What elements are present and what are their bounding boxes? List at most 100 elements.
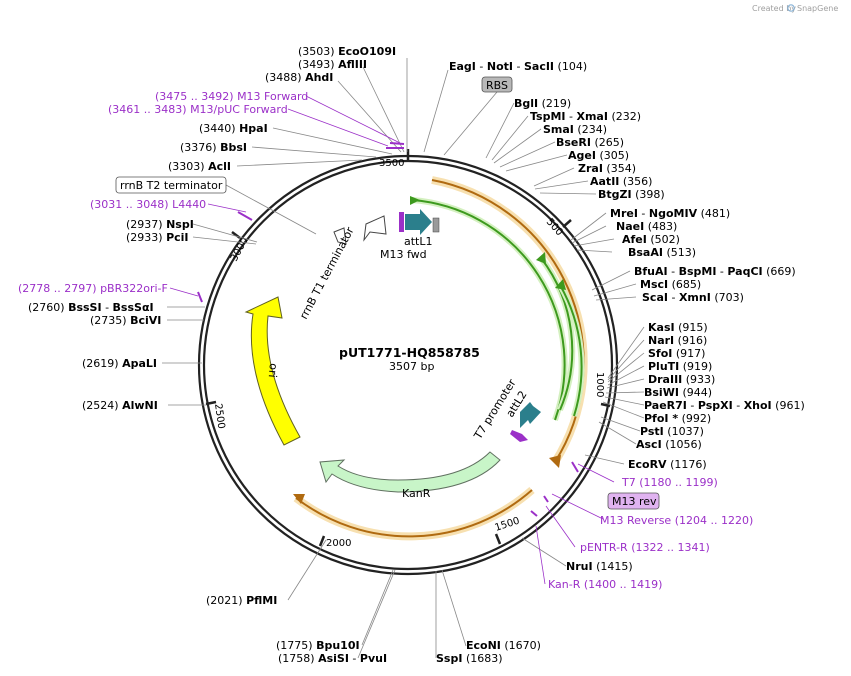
site-asisi: (1758) AsiSI - PvuI [278,652,387,665]
rbs-marker [432,217,440,233]
site-sspi: SspI (1683) [436,652,503,665]
primer-l4440: (3031 .. 3048) L4440 [90,198,206,211]
rrnb-t1-terminator-label: rrnB T1 terminator [297,225,357,322]
site-psti: PstI (1037) [640,425,704,438]
ori-label: ori [266,363,280,378]
site-bbsi: (3376) BbsI [180,141,247,154]
site-pfoi: PfoI * (992) [644,412,711,425]
green-arc-1-arrowhead [410,196,420,205]
site-bsiwi: BsiWI (944) [644,386,712,399]
site-bseri: BseRI (265) [556,136,624,149]
site-hpai: (3440) HpaI [199,122,268,135]
orange-lower-arc [295,489,533,538]
site-pflmi: (2021) PflMI [206,594,277,607]
site-pluti: PluTI (919) [648,360,712,373]
site-nari: NarI (916) [648,334,707,347]
backbone-inner [202,159,614,571]
site-eagi: EagI - NotI - SacII (104) [449,60,587,73]
m13-fwd-label: M13 fwd [380,248,427,261]
site-afliii: (3493) AflIII [298,58,367,71]
site-zrai: ZraI (354) [578,162,636,175]
plasmid-name: pUT1771-HQ858785 [339,345,480,360]
site-bpu10i: (1775) Bpu10I [276,639,360,652]
site-acli: (3303) AclI [168,160,231,173]
tick-2000: 2000 [326,538,351,549]
site-paer7i: PaeR7I - PspXI - XhoI (961) [644,399,805,412]
site-bsssi: (2760) BssSI - BssSαI [28,301,154,314]
attl2-arrow [520,402,541,428]
site-apali: (2619) ApaLI [82,357,157,370]
green-arc-1-halo [411,197,568,422]
green-arc-1 [411,199,566,421]
site-naei: NaeI (483) [616,220,677,233]
site-asci: AscI (1056) [636,438,702,451]
tick-500: 500 [544,217,565,239]
rrnb-t1-terminator-arrow [363,215,387,242]
m13-rev-box [607,492,660,510]
attl1-arrow [405,209,432,235]
brand-text: SnapGene [797,4,838,13]
primer-m13-puc-forward: (3461 .. 3483) M13/pUC Forward [108,103,288,116]
plasmid-size: 3507 bp [389,360,434,373]
rrnb-t2-label: rrnB T2 terminator [120,179,223,192]
tick-2500: 2500 [212,403,226,430]
site-tspmi: TspMI - XmaI (232) [530,110,641,123]
green-arc-3 [559,284,583,417]
kanr-label: KanR [402,487,431,500]
rrnb-t2-box [115,176,227,194]
m13-fwd-marker [399,212,404,232]
site-btgzi: BtgZI (398) [598,188,665,201]
tick-3000: 3000 [229,236,251,264]
site-kasi: KasI (915) [648,321,708,334]
site-aatii: AatII (356) [590,175,652,188]
site-bgli: BglI (219) [514,97,571,110]
site-smai: SmaI (234) [543,123,607,136]
primer-leader-lines [169,95,615,585]
primer-pentr-r: pENTR-R (1322 .. 1341) [580,541,710,554]
site-econi: EcoNI (1670) [466,639,541,652]
green-arc-2-arrowhead [536,252,546,264]
snapgene-logo-icon [787,4,795,12]
site-ecoo109i: (3503) EcoO109I [298,45,396,58]
credit-text: Created by [752,4,796,13]
tick-marks [205,149,611,547]
t7-promoter-marker [510,430,528,442]
tick-3500: 3500 [379,158,404,169]
green-arc-2 [540,257,574,411]
site-bcivi: (2735) BciVI [90,314,161,327]
leader-lines [162,58,645,659]
primer-m13-forward: (3475 .. 3492) M13 Forward [155,90,308,103]
ori-arrow [244,296,301,446]
site-draiii: DraIII (933) [648,373,715,386]
site-pcii: (2933) PciI [126,231,189,244]
site-bfuai: BfuAI - BspMI - PaqCI (669) [634,265,796,278]
site-ecorv: EcoRV (1176) [628,458,707,471]
site-mrei: MreI - NgoMIV (481) [610,207,730,220]
site-msci: MscI (685) [640,278,701,291]
site-scai: ScaI - XmnI (703) [642,291,744,304]
orange-feature-arrowhead [549,455,561,468]
attl1-label: attL1 [404,235,433,248]
site-ahdi: (3488) AhdI [265,71,333,84]
primer-m13-reverse: M13 Reverse (1204 .. 1220) [600,514,753,527]
site-bsaai: BsaAI (513) [628,246,696,259]
primer-t7: T7 (1180 .. 1199) [621,476,718,489]
site-alwni: (2524) AlwNI [82,399,158,412]
site-nspi: (2937) NspI [126,218,194,231]
rbs-box [481,76,513,93]
site-agei: AgeI (305) [568,149,629,162]
site-afei: AfeI (502) [622,233,680,246]
rbs-label: RBS [486,79,508,92]
primer-markers [197,142,579,517]
site-nrui: NruI (1415) [566,560,633,573]
tick-1000: 1000 [594,372,605,397]
green-arc-3-arrowhead [555,279,566,290]
kanr-arrow [319,451,501,493]
orange-lower-arrowhead [293,494,305,504]
m13-rev-label: M13 rev [612,495,657,508]
rrnb-t2-terminator-arrow [333,227,347,245]
site-sfoi: SfoI (917) [648,347,705,360]
primer-pbr322ori-f: (2778 .. 2797) pBR322ori-F [18,282,168,295]
primer-kan-r: Kan-R (1400 .. 1419) [548,578,662,591]
